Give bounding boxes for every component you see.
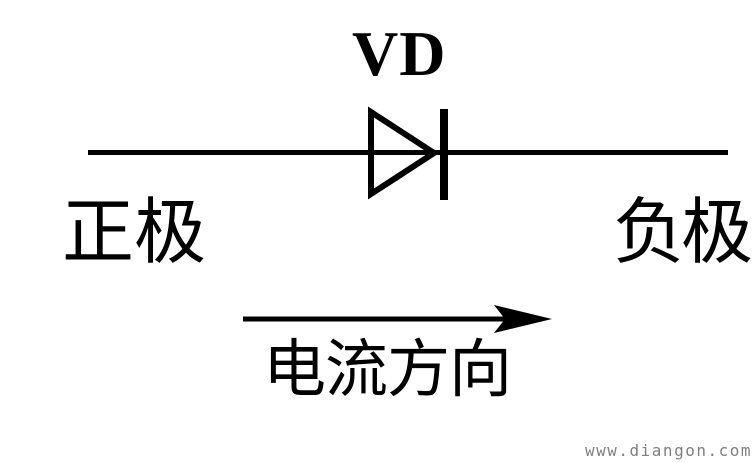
current-direction-arrow-icon: [243, 305, 552, 333]
negative-terminal-label: 负极: [612, 193, 753, 273]
diode-designator-label: VD: [352, 18, 447, 89]
current-direction-label: 电流方向: [263, 335, 512, 405]
watermark-text: www.diangon.com: [585, 441, 752, 460]
arrow-head: [494, 305, 552, 333]
diode-symbol-icon: [88, 106, 728, 200]
positive-terminal-label: 正极: [62, 193, 207, 273]
diode-anode-triangle: [368, 106, 440, 200]
